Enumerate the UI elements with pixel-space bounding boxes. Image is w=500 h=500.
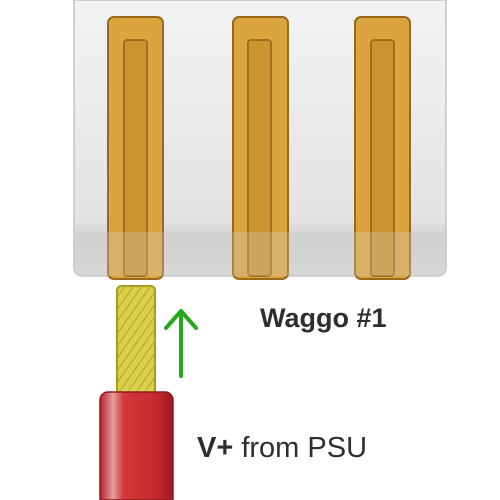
wire-label: V+ from PSU: [197, 432, 367, 465]
connector-slot-2: [232, 16, 289, 280]
connector-label: Waggo #1: [260, 303, 387, 333]
wire-insulation: [99, 391, 174, 500]
arrow-up-icon: [164, 309, 198, 378]
wire-label-polarity: V+: [197, 432, 234, 464]
connector-base-shade: [74, 232, 446, 276]
wire-label-source: from PSU: [233, 432, 368, 464]
connector-slot-1: [107, 16, 164, 280]
wire-conductor: [116, 285, 156, 395]
connector-slot-3: [354, 16, 411, 280]
